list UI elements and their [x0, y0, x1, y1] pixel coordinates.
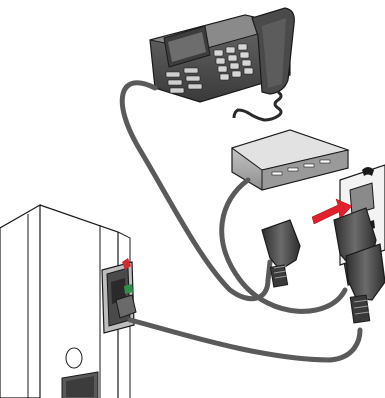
phone-cords	[119, 80, 363, 363]
answering-machine	[230, 129, 350, 191]
tae-plug-telephone	[261, 219, 301, 288]
handset-coil-cord	[232, 90, 283, 122]
telephone	[149, 7, 295, 103]
machine-buttons	[271, 159, 331, 176]
rj11-plug	[115, 294, 137, 319]
function-buttons	[165, 67, 203, 94]
tae-plug-printer	[345, 243, 385, 324]
phone-symbol-icon	[362, 167, 374, 176]
printer-body	[0, 203, 131, 398]
insert-arrow	[311, 198, 353, 225]
keypad	[213, 43, 254, 81]
